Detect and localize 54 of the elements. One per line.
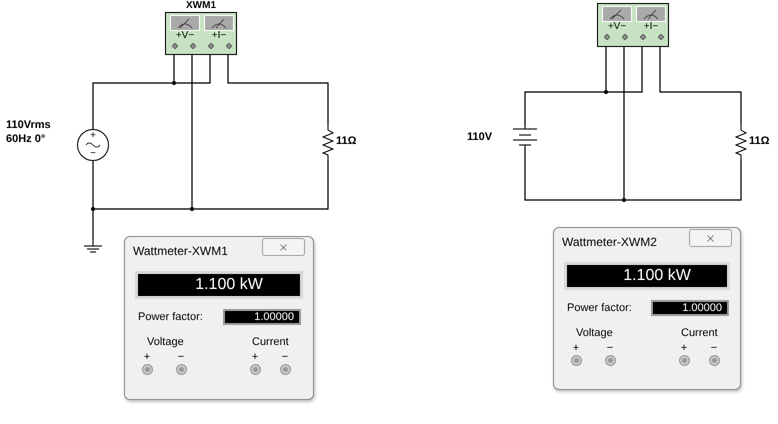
power-factor-value: 1.00000 (682, 302, 722, 314)
polarity-label: + (250, 351, 260, 363)
wire (194, 160, 329, 210)
field-label: Power factor: (567, 301, 632, 315)
wattmeter-window (553, 227, 741, 390)
terminal-polarity-label: +V− (174, 30, 196, 41)
wire (173, 55, 175, 81)
power-factor-field (223, 309, 301, 325)
wire (92, 161, 94, 207)
wire (659, 47, 742, 125)
section-label: Current (681, 326, 718, 340)
wire (524, 91, 604, 126)
component-value-label: 11Ω (749, 134, 770, 148)
wire (92, 82, 172, 129)
polarity-label: − (176, 351, 186, 363)
wire (92, 211, 94, 240)
terminal-polarity-label: +V− (606, 21, 628, 32)
power-readout-display (135, 271, 303, 299)
terminal-polarity-label: +I− (642, 21, 660, 32)
power-value: 1.100 kW (623, 267, 691, 285)
wire (176, 55, 211, 84)
section-label: Voltage (576, 326, 613, 340)
wire (605, 47, 607, 90)
polarity-label: − (89, 149, 97, 159)
wattmeter-symbol (597, 3, 669, 47)
wire (524, 148, 622, 201)
wire (95, 208, 190, 210)
polarity-label: − (606, 342, 614, 354)
polarity-label: + (142, 351, 152, 363)
wattmeter-window (124, 236, 314, 400)
component-value-label: 11Ω (336, 134, 356, 148)
component-value-label: 110V (467, 130, 492, 144)
window-title: Wattmeter-XWM1 (133, 244, 228, 258)
window-title: Wattmeter-XWM2 (562, 235, 657, 249)
polarity-label: + (89, 131, 97, 141)
component-value-label: 110Vrms 60Hz 0° (6, 118, 52, 146)
power-value: 1.100 kW (195, 276, 263, 294)
polarity-label: + (572, 342, 580, 354)
wire (623, 47, 625, 198)
section-label: Current (252, 335, 289, 349)
field-label: Power factor: (138, 310, 203, 324)
wire (191, 55, 193, 207)
power-factor-value: 1.00000 (254, 311, 294, 323)
power-readout-display (564, 262, 730, 290)
section-label: Voltage (147, 335, 184, 349)
polarity-label: + (680, 342, 688, 354)
wire (626, 160, 742, 201)
wire (608, 47, 643, 93)
wire (227, 55, 329, 125)
terminal-polarity-label: +I− (210, 30, 228, 41)
instrument-name-label: XWM1 (185, 0, 217, 11)
power-factor-field (651, 300, 729, 316)
polarity-label: − (280, 351, 290, 363)
polarity-label: − (710, 342, 718, 354)
